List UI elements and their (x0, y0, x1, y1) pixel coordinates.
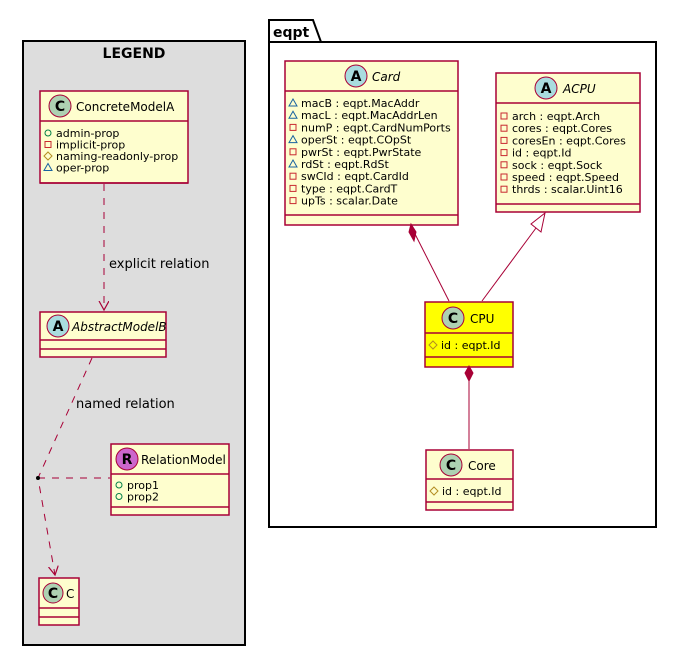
private-visibility-icon (500, 149, 508, 157)
abstract-model-b-class[interactable]: A AbstractModelB (39, 311, 167, 358)
stereotype-letter: C (446, 458, 456, 474)
cpu-core-composition-edge (464, 364, 474, 449)
explicit-relation-label: explicit relation (109, 257, 209, 272)
attribute-text: operSt : eqpt.COpSt (301, 134, 412, 147)
protected-visibility-icon (43, 151, 53, 161)
attribute-text: id : eqpt.Id (442, 485, 502, 498)
package-name: eqpt (273, 25, 310, 41)
card-cpu-composition-edge (408, 222, 450, 302)
cpu-acpu-generalization-edge (481, 211, 546, 302)
explicit-relation-edge: explicit relation (104, 184, 209, 310)
package-visibility-icon (288, 110, 298, 119)
attribute-text: id : eqpt.Id (512, 147, 572, 160)
public-visibility-icon (115, 493, 123, 500)
stereotype-letter: A (541, 81, 552, 97)
private-visibility-icon (289, 148, 297, 156)
attribute-text: swCId : eqpt.CardId (301, 170, 409, 183)
class-name: C (66, 587, 74, 601)
class-name: ACPU (562, 82, 596, 96)
attribute-text: cores : eqpt.Cores (512, 122, 612, 135)
private-visibility-icon (500, 124, 508, 132)
private-visibility-icon (289, 172, 297, 180)
class-name: AbstractModelB (71, 320, 167, 334)
class-a-icon (344, 64, 368, 88)
attribute-text: oper-prop (56, 162, 109, 175)
attribute-text: rdSt : eqpt.RdSt (301, 158, 389, 171)
stereotype-letter: C (55, 99, 65, 115)
private-visibility-icon (289, 197, 297, 205)
class-name: ConcreteModelA (76, 100, 175, 114)
public-visibility-icon (44, 129, 52, 137)
attribute-text: coresEn : eqpt.Cores (512, 134, 626, 147)
attribute-text: numP : eqpt.CardNumPorts (301, 121, 451, 134)
attribute-text: arch : eqpt.Arch (512, 110, 600, 123)
private-visibility-icon (500, 185, 508, 193)
class-a-icon (534, 76, 558, 100)
attribute-text: prop1 (127, 479, 159, 492)
attribute-text: admin-prop (56, 127, 119, 140)
private-visibility-icon (500, 161, 508, 169)
package-visibility-icon (288, 134, 298, 144)
stereotype-letter: A (351, 69, 362, 85)
attribute-text: upTs : scalar.Date (301, 195, 398, 208)
private-visibility-icon (289, 184, 297, 192)
attribute-text: macB : eqpt.MacAddr (301, 97, 420, 110)
named-relation-edge: named relation (36, 357, 175, 575)
private-visibility-icon (44, 141, 52, 148)
class-c-icon (48, 94, 72, 118)
private-visibility-icon (500, 173, 508, 181)
class-name: CPU (470, 312, 494, 326)
package-visibility-icon (43, 162, 53, 171)
core-class[interactable]: C Core id : eqpt.Id (425, 449, 514, 511)
attribute-text: pwrSt : eqpt.PwrState (301, 146, 422, 159)
stereotype-letter: C (448, 311, 458, 327)
attribute-text: macL : eqpt.MacAddrLen (301, 109, 438, 122)
stereotype-letter: A (53, 319, 64, 335)
attribute-text: implicit-prop (56, 139, 125, 152)
class-name: RelationModel (141, 453, 226, 467)
class-name: Core (468, 459, 496, 473)
attribute-text: sock : eqpt.Sock (512, 159, 603, 172)
c-class[interactable]: C C (38, 577, 80, 626)
public-visibility-icon (115, 481, 123, 489)
cpu-class[interactable]: C CPU id : eqpt.Id (424, 301, 514, 368)
named-relation-label: named relation (76, 397, 175, 412)
class-c-icon (42, 582, 64, 604)
private-visibility-icon (289, 123, 297, 131)
attribute-text: thrds : scalar.Uint16 (512, 183, 623, 196)
stereotype-letter: R (122, 452, 133, 468)
package-visibility-icon (288, 97, 298, 107)
class-name: Card (372, 70, 401, 84)
attribute-text: type : eqpt.CardT (301, 182, 398, 195)
class-a-icon (46, 314, 70, 338)
attribute-text: naming-readonly-prop (56, 150, 178, 163)
attribute-text: speed : eqpt.Speed (512, 171, 619, 184)
protected-visibility-icon (429, 486, 439, 496)
package-visibility-icon (288, 158, 298, 168)
concrete-model-a-class[interactable]: C ConcreteModelA admin-propimplicit-prop… (39, 90, 189, 184)
private-visibility-icon (500, 136, 508, 144)
stereotype-letter: C (48, 586, 58, 602)
class-r-icon (115, 447, 139, 471)
attribute-text: id : eqpt.Id (441, 339, 501, 352)
private-visibility-icon (500, 112, 508, 120)
protected-visibility-icon (428, 340, 438, 350)
class-c-icon (441, 306, 465, 330)
class-c-icon (439, 453, 463, 477)
attribute-text: prop2 (127, 491, 159, 504)
relation-junction-dot (36, 476, 40, 480)
legend-title: LEGEND (103, 46, 166, 62)
